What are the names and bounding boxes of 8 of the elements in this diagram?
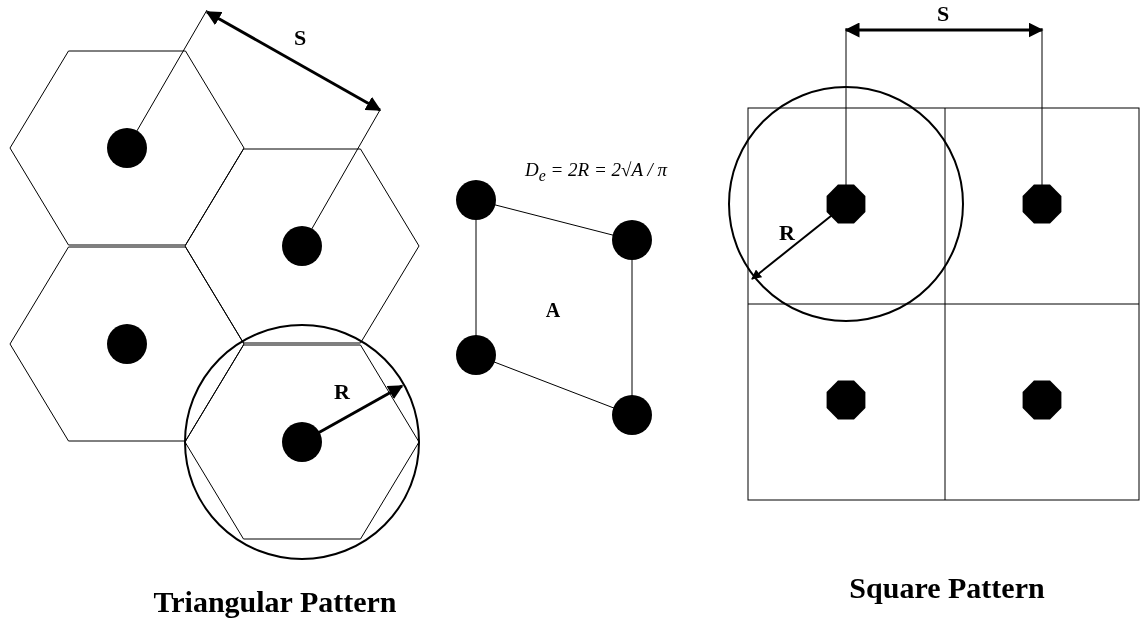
pattern-title: Triangular Pattern: [153, 587, 397, 617]
area-label: A: [545, 300, 561, 320]
radius-label: R: [779, 222, 795, 244]
pattern-title: Square Pattern: [849, 573, 1045, 603]
dimension-label: S: [293, 27, 307, 49]
dimension-label: S: [936, 3, 950, 25]
radius-label: R: [334, 381, 350, 403]
formula: D$_{e}$ = 2R = 2√A / π: [525, 160, 667, 184]
